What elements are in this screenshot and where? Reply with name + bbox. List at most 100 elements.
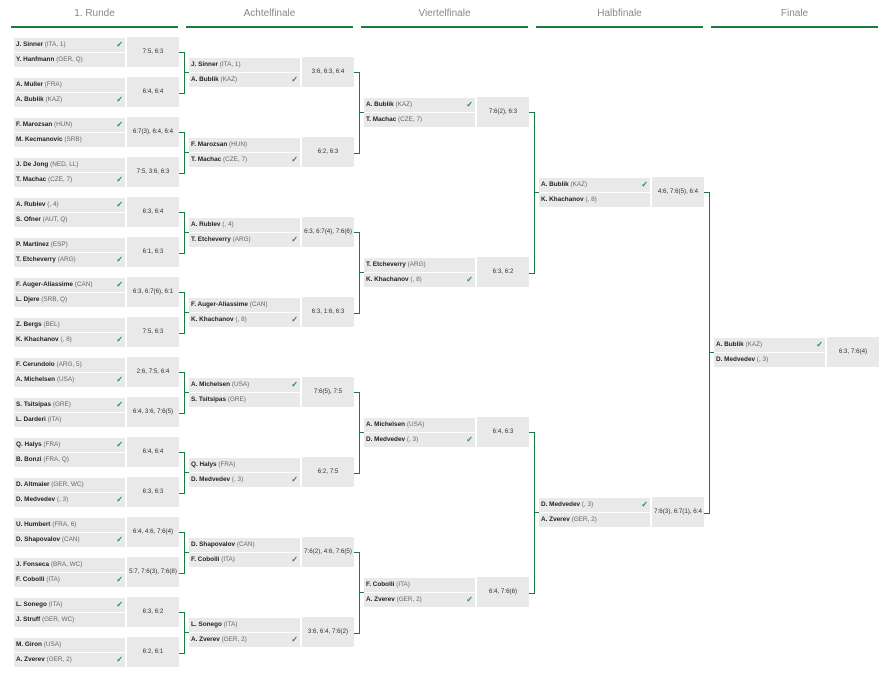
bracket-connector-stub — [185, 232, 189, 233]
player-row[interactable]: T. Machac (CZE, 7)✓ — [14, 173, 125, 187]
bracket-connector-stub — [710, 352, 714, 353]
bracket-connector — [529, 432, 535, 594]
player-row[interactable]: A. Zverev (GER, 2) — [539, 513, 650, 527]
player-row[interactable]: J. Fonseca (BRA, WC) — [14, 558, 125, 572]
player-name: K. Khachanov (, 8) — [366, 273, 422, 287]
player-country-seed: (USA) — [406, 421, 425, 428]
player-row[interactable]: B. Bonzi (FRA, Q) — [14, 453, 125, 467]
bracket-connector-stub — [185, 152, 189, 153]
player-row[interactable]: F. Cerundolo (ARG, 5) — [14, 358, 125, 372]
player-row[interactable]: F. Cobolli (ITA)✓ — [189, 553, 300, 567]
bracket-connector — [179, 452, 185, 494]
player-name-text: K. Khachanov — [16, 336, 59, 343]
player-row[interactable]: J. Sinner (ITA, 1)✓ — [14, 38, 125, 52]
player-row[interactable]: T. Machac (CZE, 7) — [364, 113, 475, 127]
player-country-seed: (ITA, 1) — [44, 41, 66, 48]
player-row[interactable]: P. Martinez (ESP) — [14, 238, 125, 252]
player-name: K. Khachanov (, 8) — [541, 193, 597, 207]
player-row[interactable]: A. Michelsen (USA)✓ — [14, 373, 125, 387]
player-row[interactable]: D. Shapovalov (CAN) — [189, 538, 300, 552]
player-row[interactable]: A. Zverev (GER, 2)✓ — [14, 653, 125, 667]
player-name-text: D. Medvedev — [716, 356, 756, 363]
player-country-seed: (, 3) — [56, 496, 69, 503]
player-row[interactable]: S. Tsitsipas (GRE) — [189, 393, 300, 407]
player-country-seed: (GER, 2) — [571, 516, 597, 523]
player-row[interactable]: T. Etcheverry (ARG) — [364, 258, 475, 272]
player-row[interactable]: F. Cobolli (ITA) — [364, 578, 475, 592]
player-row[interactable]: A. Muller (FRA) — [14, 78, 125, 92]
winner-check-icon: ✓ — [116, 95, 123, 104]
winner-check-icon: ✓ — [116, 280, 123, 289]
player-row[interactable]: K. Khachanov (, 8) — [539, 193, 650, 207]
player-name-text: L. Djere — [16, 296, 40, 303]
player-row[interactable]: L. Darderi (ITA) — [14, 413, 125, 427]
player-row[interactable]: D. Medvedev (, 3)✓ — [189, 473, 300, 487]
match-score: 5:7, 7:6(3), 7:6(8) — [127, 557, 179, 587]
player-row[interactable]: K. Khachanov (, 8)✓ — [14, 333, 125, 347]
player-row[interactable]: D. Shapovalov (CAN)✓ — [14, 533, 125, 547]
match-score: 4:6, 7:6(5), 6:4 — [652, 177, 704, 207]
bracket-connector — [354, 392, 360, 474]
player-row[interactable]: J. Struff (GER, WC) — [14, 613, 125, 627]
player-name: T. Etcheverry (ARG) — [191, 233, 251, 247]
player-row[interactable]: A. Bublik (KAZ)✓ — [14, 93, 125, 107]
player-row[interactable]: A. Bublik (KAZ)✓ — [714, 338, 825, 352]
player-row[interactable]: M. Kecmanovic (SRB) — [14, 133, 125, 147]
player-row[interactable]: T. Etcheverry (ARG)✓ — [189, 233, 300, 247]
player-country-seed: (CAN) — [236, 541, 255, 548]
player-country-seed: (ITA) — [47, 416, 62, 423]
player-name: A. Michelsen (USA) — [191, 378, 249, 392]
bracket-connector-stub — [360, 592, 364, 593]
player-row[interactable]: T. Machac (CZE, 7)✓ — [189, 153, 300, 167]
player-row[interactable]: U. Humbert (FRA, 6) — [14, 518, 125, 532]
player-row[interactable]: D. Medvedev (, 3)✓ — [364, 433, 475, 447]
player-row[interactable]: D. Medvedev (, 3)✓ — [539, 498, 650, 512]
player-row[interactable]: S. Ofner (AUT, Q) — [14, 213, 125, 227]
player-row[interactable]: S. Tsitsipas (GRE)✓ — [14, 398, 125, 412]
player-name: A. Bublik (KAZ) — [366, 98, 412, 112]
player-row[interactable]: F. Marozsan (HUN) — [189, 138, 300, 152]
player-row[interactable]: A. Rublev (, 4)✓ — [14, 198, 125, 212]
player-country-seed: (CZE, 7) — [397, 116, 423, 123]
player-name-text: K. Khachanov — [541, 196, 584, 203]
player-row[interactable]: Q. Halys (FRA) — [189, 458, 300, 472]
player-row[interactable]: L. Sonego (ITA) — [189, 618, 300, 632]
winner-check-icon: ✓ — [116, 255, 123, 264]
player-name: A. Rublev (, 4) — [191, 218, 234, 232]
player-row[interactable]: L. Djere (SRB, Q) — [14, 293, 125, 307]
player-row[interactable]: L. Sonego (ITA)✓ — [14, 598, 125, 612]
player-row[interactable]: A. Rublev (, 4) — [189, 218, 300, 232]
player-name-text: F. Auger-Aliassime — [16, 281, 73, 288]
winner-check-icon: ✓ — [116, 575, 123, 584]
match-score: 7:5, 3:6, 6:3 — [127, 157, 179, 187]
player-row[interactable]: K. Khachanov (, 8)✓ — [364, 273, 475, 287]
match-score: 6:1, 6:3 — [127, 237, 179, 267]
player-row[interactable]: A. Bublik (KAZ)✓ — [189, 73, 300, 87]
player-row[interactable]: A. Bublik (KAZ)✓ — [364, 98, 475, 112]
match-score: 6:4, 4:6, 7:6(4) — [127, 517, 179, 547]
winner-check-icon: ✓ — [116, 375, 123, 384]
player-row[interactable]: D. Medvedev (, 3)✓ — [14, 493, 125, 507]
bracket-connector-stub — [185, 72, 189, 73]
player-row[interactable]: F. Auger-Aliassime (CAN) — [189, 298, 300, 312]
player-row[interactable]: T. Etcheverry (ARG)✓ — [14, 253, 125, 267]
player-row[interactable]: A. Zverev (GER, 2)✓ — [189, 633, 300, 647]
player-row[interactable]: A. Michelsen (USA) — [364, 418, 475, 432]
player-row[interactable]: F. Marozsan (HUN)✓ — [14, 118, 125, 132]
player-row[interactable]: M. Giron (USA) — [14, 638, 125, 652]
player-row[interactable]: Q. Halys (FRA)✓ — [14, 438, 125, 452]
match-score: 7:6(3), 6:7(1), 6:4 — [652, 497, 704, 527]
player-row[interactable]: A. Zverev (GER, 2)✓ — [364, 593, 475, 607]
player-row[interactable]: D. Altmaier (GER, WC) — [14, 478, 125, 492]
player-row[interactable]: D. Medvedev (, 3) — [714, 353, 825, 367]
player-row[interactable]: J. De Jong (NED, LL) — [14, 158, 125, 172]
player-row[interactable]: Z. Bergs (BEL) — [14, 318, 125, 332]
player-row[interactable]: Y. Hanfmann (GER, Q) — [14, 53, 125, 67]
player-row[interactable]: F. Auger-Aliassime (CAN)✓ — [14, 278, 125, 292]
player-row[interactable]: A. Michelsen (USA)✓ — [189, 378, 300, 392]
player-row[interactable]: A. Bublik (KAZ)✓ — [539, 178, 650, 192]
bracket-connector — [179, 52, 185, 94]
player-row[interactable]: J. Sinner (ITA, 1) — [189, 58, 300, 72]
player-row[interactable]: F. Cobolli (ITA)✓ — [14, 573, 125, 587]
player-row[interactable]: K. Khachanov (, 8)✓ — [189, 313, 300, 327]
